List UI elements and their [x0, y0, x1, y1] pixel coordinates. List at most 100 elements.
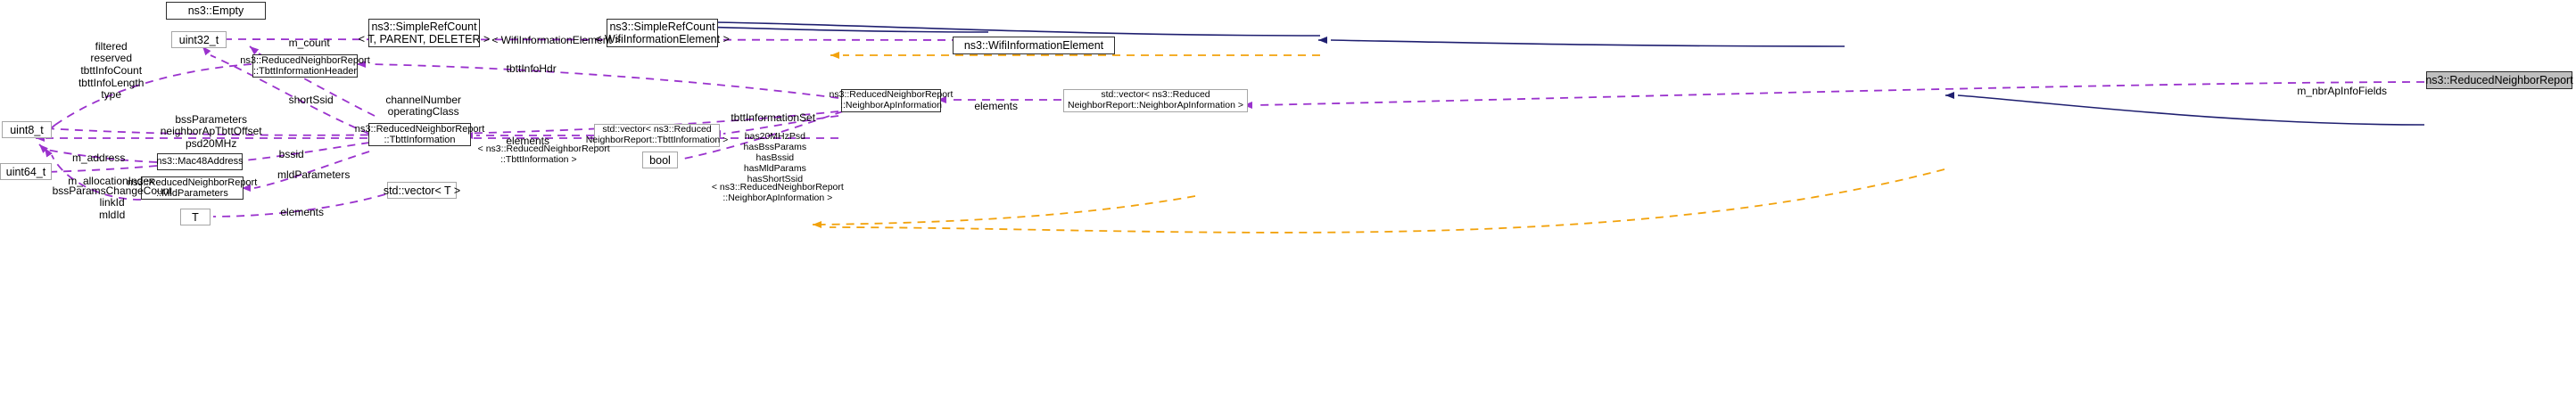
- edge-label-tbttinformationset: tbttInformationSet: [714, 100, 821, 136]
- node-ns3-mac48address[interactable]: ns3::Mac48Address: [156, 153, 244, 170]
- label-line: channelNumber: [385, 93, 462, 106]
- node-vector-tbttinformation[interactable]: std::vector< ns3::Reduced NeighborReport…: [586, 124, 728, 147]
- label-line: m_allocationIndex: [68, 174, 155, 187]
- node-vector-T[interactable]: std::vector< T >: [383, 182, 461, 199]
- node-label-line1: ns3::ReducedNeighborReport: [240, 54, 370, 66]
- node-uint32-t[interactable]: uint32_t: [171, 31, 227, 48]
- node-label: ns3::ReducedNeighborReport: [2425, 74, 2573, 86]
- edge-label-m-count: m_count: [268, 25, 339, 61]
- label-line: tbttInfoCount: [80, 64, 143, 78]
- node-ns3-reducedneighborreport[interactable]: ns3::ReducedNeighborReport: [2425, 71, 2573, 89]
- node-label-line2: < T, PARENT, DELETER >: [358, 33, 491, 45]
- node-label-line1: ns3::ReducedNeighborReport: [829, 89, 954, 101]
- node-label-line2: NeighborReport::TbttInformation >: [585, 135, 729, 145]
- edge-label-has-flags: has20MHzPsd hasBssParams hasBssid hasMld…: [718, 121, 822, 196]
- label-line: tbttInfoLength: [78, 76, 144, 89]
- label-line: tbttInformationSet: [731, 111, 816, 124]
- label-line: elements: [280, 205, 325, 218]
- node-label-line2: ::NeighborApInformation: [840, 100, 942, 111]
- node-simplerefcount-wifiinformationelement[interactable]: ns3::SimpleRefCount < WifiInformationEle…: [595, 19, 730, 47]
- edge-label-channelnumber: channelNumber operatingClass: [362, 82, 473, 131]
- edge-label-m-nbrapinfofields: m_nbrApInfoFields: [2270, 73, 2402, 110]
- label-line: m_nbrApInfoFields: [2297, 84, 2388, 97]
- label-line: has20MHzPsd: [744, 130, 805, 142]
- node-label-line2: ::MldParameters: [156, 188, 228, 199]
- label-line: linkId: [99, 196, 125, 209]
- node-uint8-t[interactable]: uint8_t: [2, 121, 52, 138]
- label-line: < ns3::ReducedNeighborReport: [477, 143, 610, 154]
- node-tbttinformationheader[interactable]: ns3::ReducedNeighborReport ::TbttInforma…: [240, 54, 370, 78]
- node-mldparameters[interactable]: ns3::ReducedNeighborReport ::MldParamete…: [128, 176, 257, 200]
- label-line: type: [101, 88, 122, 102]
- edge-label-tbttinfohdr: tbttInfoHdr: [482, 51, 569, 87]
- node-label: ns3::Mac48Address: [156, 156, 244, 168]
- label-line: bssParameters: [175, 112, 248, 126]
- edge-label-bssparamschangecount: bssParamsChangeCount linkId mldId: [39, 173, 173, 234]
- label-line: reserved: [90, 52, 133, 65]
- node-label-line2: ::TbttInformation: [384, 135, 456, 145]
- node-label-line2: NeighborReport::NeighborApInformation >: [1068, 100, 1243, 111]
- edge-label-m-allocationindex: m_allocationIndex: [46, 163, 164, 200]
- label-line: bssid: [278, 147, 304, 160]
- label-line: hasMldParams: [743, 162, 806, 174]
- node-label: ns3::Empty: [187, 4, 244, 17]
- label-line: neighborApTbttOffset: [160, 125, 262, 138]
- label-line: mldParameters: [277, 168, 351, 181]
- node-label-line1: ns3::SimpleRefCount: [371, 20, 477, 33]
- label-line: tbttInfoHdr: [506, 61, 557, 75]
- label-line: filtered: [95, 39, 128, 53]
- label-line: elements: [974, 99, 1019, 112]
- node-label-line2: < WifiInformationElement >: [595, 33, 730, 45]
- edge-label-m-address: m_address: [46, 140, 139, 176]
- node-neighborapinformation[interactable]: ns3::ReducedNeighborReport ::NeighborApI…: [830, 89, 953, 112]
- edge-label-filtered: filtered reserved tbttInfoCount tbttInfo…: [54, 29, 157, 114]
- node-tbttinformation[interactable]: ns3::ReducedNeighborReport ::TbttInforma…: [355, 123, 484, 146]
- node-label: ns3::WifiInformationElement: [963, 39, 1104, 52]
- node-uint64-t[interactable]: uint64_t: [0, 163, 52, 180]
- edge-label-elements-tbtt: elements: [483, 123, 560, 160]
- label-line: ::TbttInformation >: [500, 153, 577, 165]
- edge-label-elements-nbrap: elements: [953, 88, 1028, 125]
- node-simplerefcount-t-parent-deleter[interactable]: ns3::SimpleRefCount < T, PARENT, DELETER…: [359, 19, 490, 47]
- edge-label-template-tbttinformation: < ns3::ReducedNeighborReport ::TbttInfor…: [467, 134, 610, 176]
- node-ns3-empty[interactable]: ns3::Empty: [166, 2, 266, 20]
- label-line: < ns3::ReducedNeighborReport: [711, 181, 844, 193]
- node-label: std::vector< T >: [383, 184, 461, 197]
- edge-label-elements-T: elements: [259, 194, 334, 231]
- node-label-line1: std::vector< ns3::Reduced: [1101, 89, 1210, 101]
- node-bool[interactable]: bool: [642, 152, 678, 168]
- node-label: uint32_t: [178, 33, 219, 46]
- node-label-line1: std::vector< ns3::Reduced: [602, 124, 712, 135]
- node-label: uint8_t: [10, 123, 44, 136]
- label-line: psd20MHz: [185, 137, 237, 151]
- node-vector-neighborapinformation[interactable]: std::vector< ns3::Reduced NeighborReport…: [1063, 89, 1248, 112]
- label-line: shortSsid: [288, 93, 334, 106]
- label-line: operatingClass: [387, 105, 459, 119]
- edge-label-bssparameters: bssParameters neighborApTbttOffset psd20…: [125, 102, 285, 162]
- edge-label-bssid: bssid: [259, 136, 312, 173]
- edge-label-template-wifiinformationelement: < WifiInformationElement >: [480, 22, 621, 59]
- node-label-line1: ns3::ReducedNeighborReport: [354, 123, 485, 135]
- label-line: elements: [506, 134, 550, 147]
- node-label-line2: ::TbttInformationHeader: [252, 66, 358, 77]
- label-line: bssParamsChangeCount: [52, 184, 172, 197]
- edge-label-template-neighborapinformation: < ns3::ReducedNeighborReport ::NeighborA…: [698, 172, 847, 215]
- edge-label-mldparameters: mldParameters: [259, 157, 357, 193]
- label-line: ::NeighborApInformation >: [722, 192, 833, 203]
- node-label-line1: ns3::SimpleRefCount: [609, 20, 715, 33]
- label-line: mldId: [99, 209, 126, 222]
- label-line: hasBssid: [755, 152, 795, 163]
- label-line: m_address: [71, 151, 126, 164]
- label-line: < WifiInformationElement >: [491, 33, 622, 46]
- node-label: uint64_t: [5, 165, 46, 178]
- node-label-line1: ns3::ReducedNeighborReport: [127, 176, 258, 188]
- edge-label-shortssid: shortSsid: [259, 82, 351, 119]
- label-line: hasBssParams: [743, 141, 807, 152]
- node-T[interactable]: T: [180, 209, 211, 225]
- node-label: T: [192, 210, 199, 224]
- label-line: hasShortSsid: [747, 173, 804, 184]
- node-ns3-wifiinformationelement[interactable]: ns3::WifiInformationElement: [953, 37, 1115, 54]
- label-line: m_count: [288, 36, 330, 49]
